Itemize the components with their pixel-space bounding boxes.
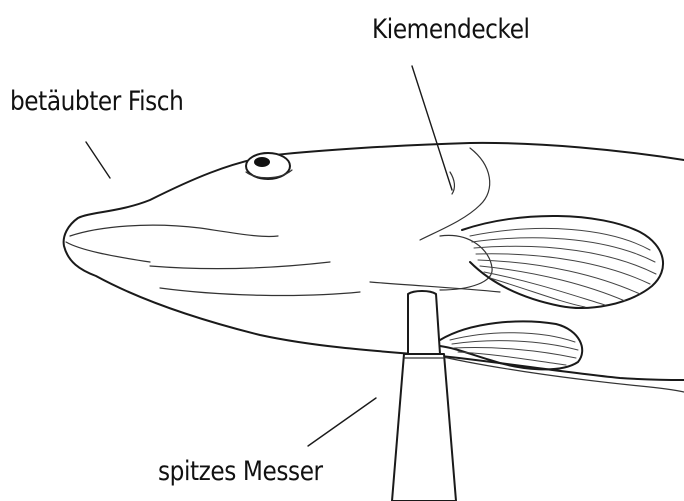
pelvic-fin <box>440 321 582 369</box>
label-gill-cover: Kiemendeckel <box>372 14 530 45</box>
fish-mouth-line <box>70 225 278 236</box>
label-sharp-knife: spitzes Messer <box>158 456 323 487</box>
gill-cover-outline <box>420 148 490 240</box>
fish-cheek-line <box>150 262 330 269</box>
leader-line-knife <box>308 398 376 446</box>
fish-lower-jaw <box>66 242 150 262</box>
pectoral-fin <box>462 216 663 308</box>
label-stunned-fish: betäubter Fisch <box>10 86 183 117</box>
fish-body-outline <box>64 143 684 380</box>
knife-handle <box>392 354 456 501</box>
fish-lower-head-line <box>160 288 360 295</box>
knife-blade <box>408 291 440 354</box>
gill-slit <box>440 235 492 290</box>
gill-cover-inner <box>450 172 454 194</box>
fish-pupil <box>254 157 270 167</box>
leader-line-fish <box>86 142 110 178</box>
pectoral-fin-rays <box>470 228 656 307</box>
leader-line-gill-cover <box>412 66 452 190</box>
